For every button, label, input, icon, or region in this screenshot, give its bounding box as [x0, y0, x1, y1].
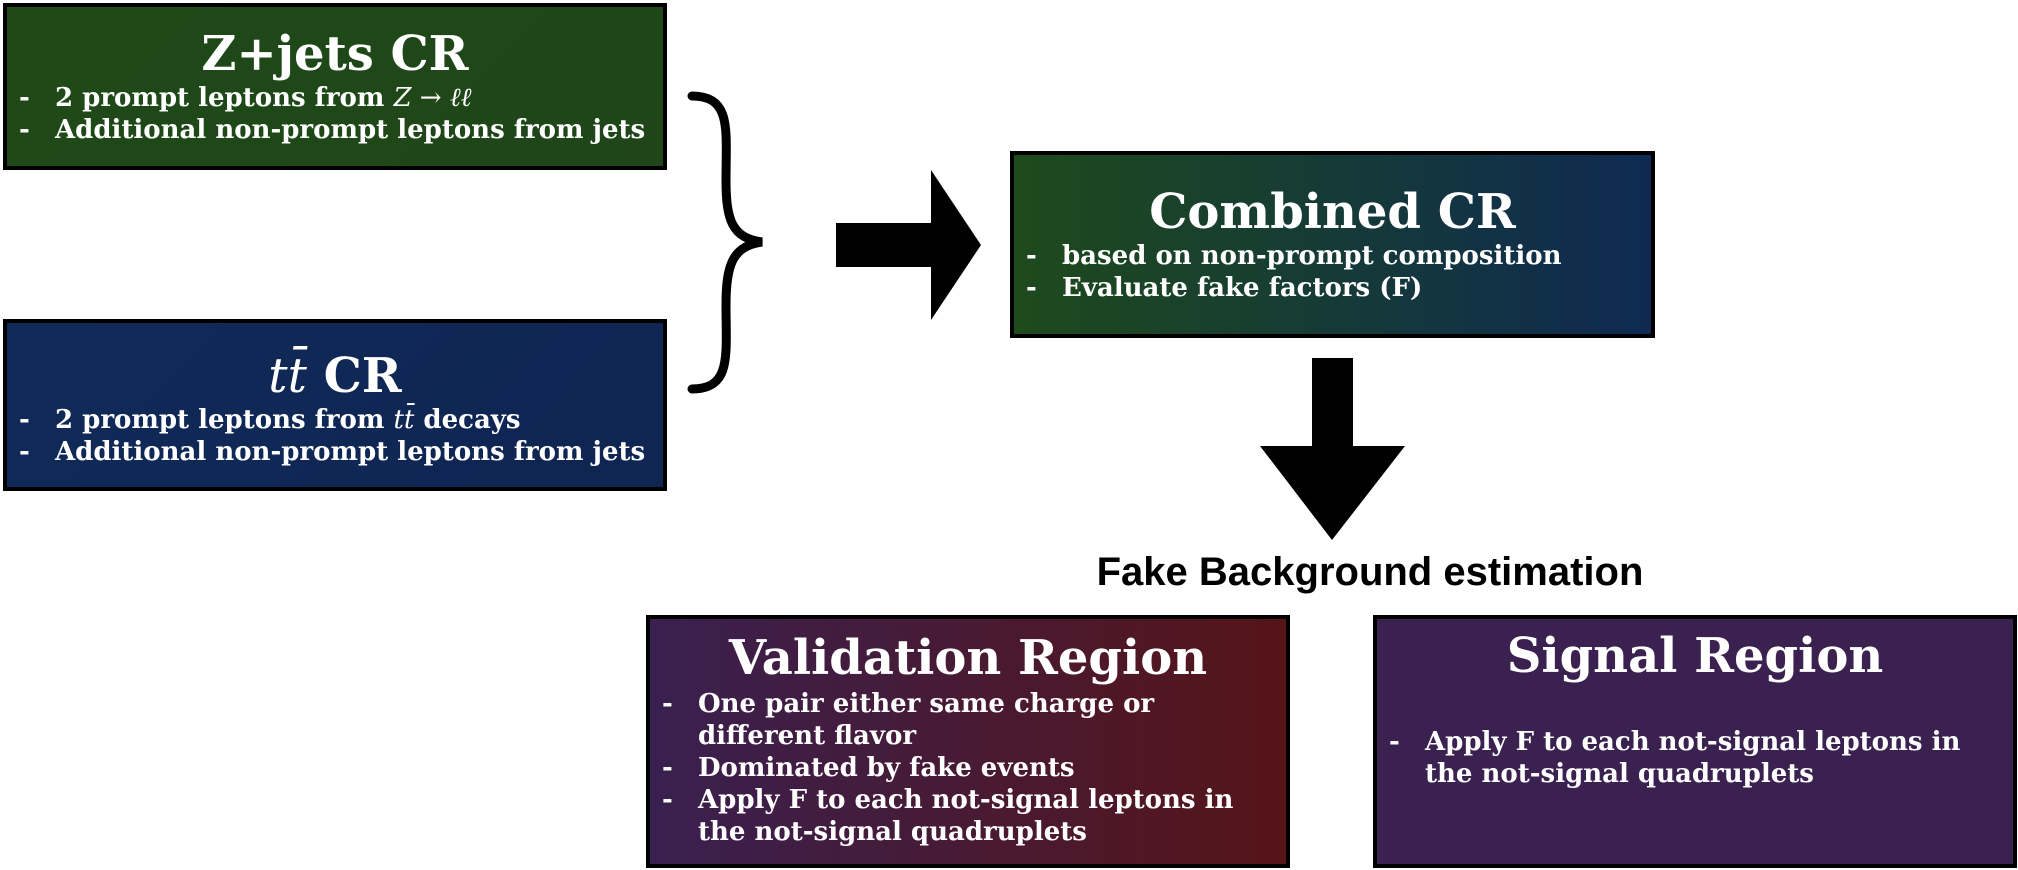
- validation-region-box: Validation Region -One pair either same …: [646, 615, 1290, 868]
- right-arrow-icon: [836, 170, 981, 320]
- ttbar-cr-list: -2 prompt leptons from tt̄ decays -Addit…: [13, 404, 663, 468]
- signal-region-list: -Apply F to each not-signal leptons in t…: [1383, 726, 2013, 790]
- fake-background-label: Fake Background estimation: [1096, 550, 1644, 594]
- signal-region-title: Signal Region: [1506, 628, 1884, 684]
- list-item: -One pair either same charge or differen…: [662, 689, 1155, 752]
- z-to-ll-math: Z → ℓℓ: [393, 83, 472, 114]
- list-item: -Evaluate fake factors (F): [1026, 273, 1423, 304]
- list-item: -based on non-prompt composition: [1026, 241, 1562, 272]
- combined-cr-list: -based on non-prompt composition -Evalua…: [1020, 240, 1651, 304]
- list-item: -Apply F to each not-signal leptons in t…: [662, 785, 1234, 848]
- curly-brace: [687, 91, 763, 394]
- down-arrow-icon: [1260, 358, 1405, 540]
- combined-cr-box: Combined CR -based on non-prompt composi…: [1010, 151, 1655, 338]
- list-item: -Apply F to each not-signal leptons in t…: [1389, 727, 1961, 790]
- list-item: -Additional non-prompt leptons from jets: [19, 437, 646, 468]
- zjets-cr-box: Z+jets CR -2 prompt leptons from Z → ℓℓ …: [3, 3, 667, 170]
- ttbar-math: tt̄: [393, 405, 415, 436]
- validation-region-title: Validation Region: [728, 630, 1208, 686]
- list-item: -Dominated by fake events: [662, 753, 1075, 784]
- signal-region-box: Signal Region -Apply F to each not-signa…: [1373, 615, 2017, 868]
- ttbar-cr-box: tt̄ CR -2 prompt leptons from tt̄ decays…: [3, 319, 667, 491]
- zjets-cr-title: Z+jets CR: [201, 26, 469, 82]
- list-item: -2 prompt leptons from Z → ℓℓ: [19, 83, 472, 114]
- list-item: -2 prompt leptons from tt̄ decays: [19, 405, 521, 436]
- ttbar-cr-title: tt̄ CR: [268, 348, 402, 404]
- validation-region-list: -One pair either same charge or differen…: [656, 688, 1286, 848]
- zjets-cr-list: -2 prompt leptons from Z → ℓℓ -Additiona…: [13, 82, 663, 146]
- combined-cr-title: Combined CR: [1149, 184, 1516, 240]
- list-item: -Additional non-prompt leptons from jets: [19, 115, 646, 146]
